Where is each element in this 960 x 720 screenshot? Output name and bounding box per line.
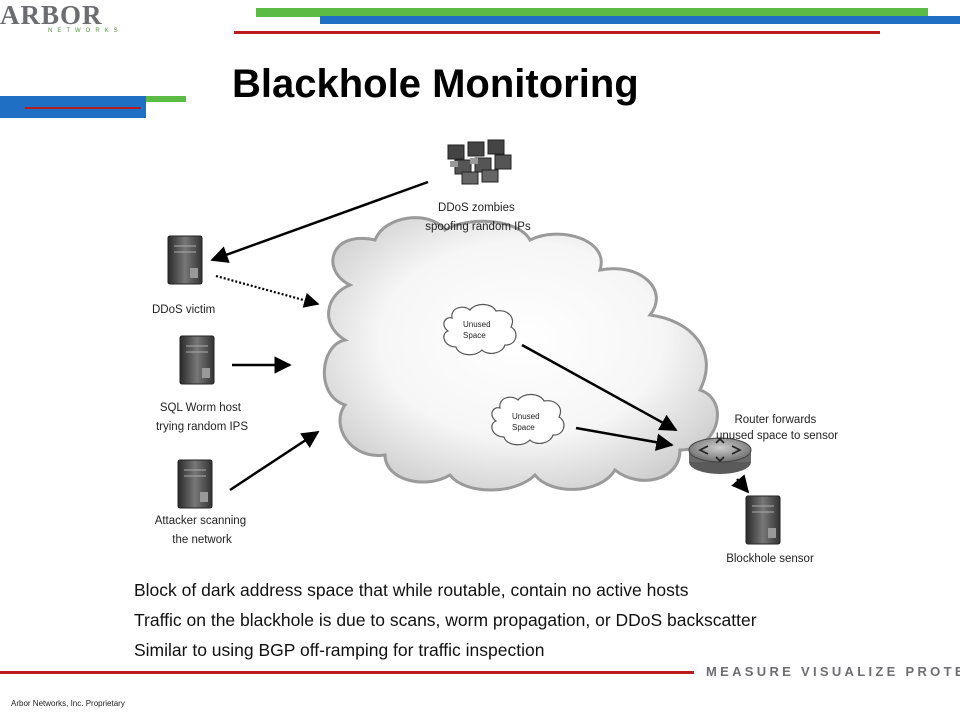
footer-bar-red [0, 671, 694, 674]
attacker-server-icon [177, 459, 213, 509]
computer-cluster-icon [447, 139, 512, 185]
unused1-line-1: Unused [463, 320, 491, 329]
unused-space-cloud-icon: Unused Space [443, 303, 517, 356]
worm-line-1: SQL Worm host [160, 402, 242, 414]
bullet-item: Traffic on the blackhole is due to scans… [134, 610, 757, 630]
header-bar-red-top [234, 31, 880, 34]
router-line-1: Router forwards [734, 414, 816, 426]
unused1-line-2: Space [463, 331, 486, 340]
attacker-to-cloud-arrow [229, 430, 320, 492]
attacker-label: Attacker scanning the network [155, 515, 250, 546]
worm-label: SQL Worm host trying random IPS [156, 402, 248, 433]
unused-space-cloud-icon: Unused Space [491, 393, 565, 446]
logo-name: ARBOR [0, 0, 103, 30]
victim-label: DDoS victim [152, 304, 215, 316]
unused1-to-router-arrow [521, 343, 678, 432]
sensor-label: Blockhole sensor [726, 553, 814, 565]
router-to-sensor-arrow [731, 474, 750, 494]
zombies-label: DDoS zombies spoofing random IPs [425, 202, 531, 233]
zombies-line-2: spoofing random IPs [425, 221, 531, 233]
router-line-2: unused space to sensor [716, 430, 838, 442]
attacker-line-1: Attacker scanning [155, 515, 246, 527]
bullet-item: Block of dark address space that while r… [134, 580, 689, 600]
sensor-line-1: Blockhole sensor [726, 553, 814, 565]
bullet-list: Block of dark address space that while r… [134, 575, 934, 665]
header-bar-red-left [25, 107, 141, 109]
unused2-line-2: Space [512, 423, 535, 432]
unused-space-1-label: Unused Space [463, 320, 493, 340]
victim-backscatter-arrow [215, 274, 320, 308]
zombies-line-1: DDoS zombies [438, 202, 515, 214]
bullet-item: Similar to using BGP off-ramping for tra… [134, 640, 545, 660]
tagline: MEASURE VISUALIZE PROTECT [706, 664, 960, 679]
worm-host-server-icon [179, 335, 215, 385]
blackhole-sensor-server-icon [745, 495, 781, 545]
worm-line-2: trying random IPS [156, 421, 248, 433]
ddos-victim-server-icon [167, 235, 203, 285]
footer-text: Arbor Networks, Inc. Proprietary [11, 699, 125, 708]
logo-subtitle: NETWORKS [48, 28, 123, 34]
unused2-to-router-arrow [575, 426, 674, 451]
unused2-line-1: Unused [512, 412, 540, 421]
zombies-to-victim-arrow [210, 180, 429, 263]
header-bar-green-top [256, 8, 928, 17]
internet-cloud-icon [322, 216, 719, 492]
router-icon [688, 437, 752, 474]
arbor-logo: ARBOR NETWORKS [0, 0, 118, 40]
attacker-line-2: the network [172, 534, 232, 546]
router-label: Router forwards unused space to sensor [716, 414, 838, 442]
slide-title: Blackhole Monitoring [232, 62, 639, 106]
unused-space-2-label: Unused Space [512, 412, 542, 432]
victim-line-1: DDoS victim [152, 304, 215, 316]
header-bar-blue-top [320, 16, 960, 24]
